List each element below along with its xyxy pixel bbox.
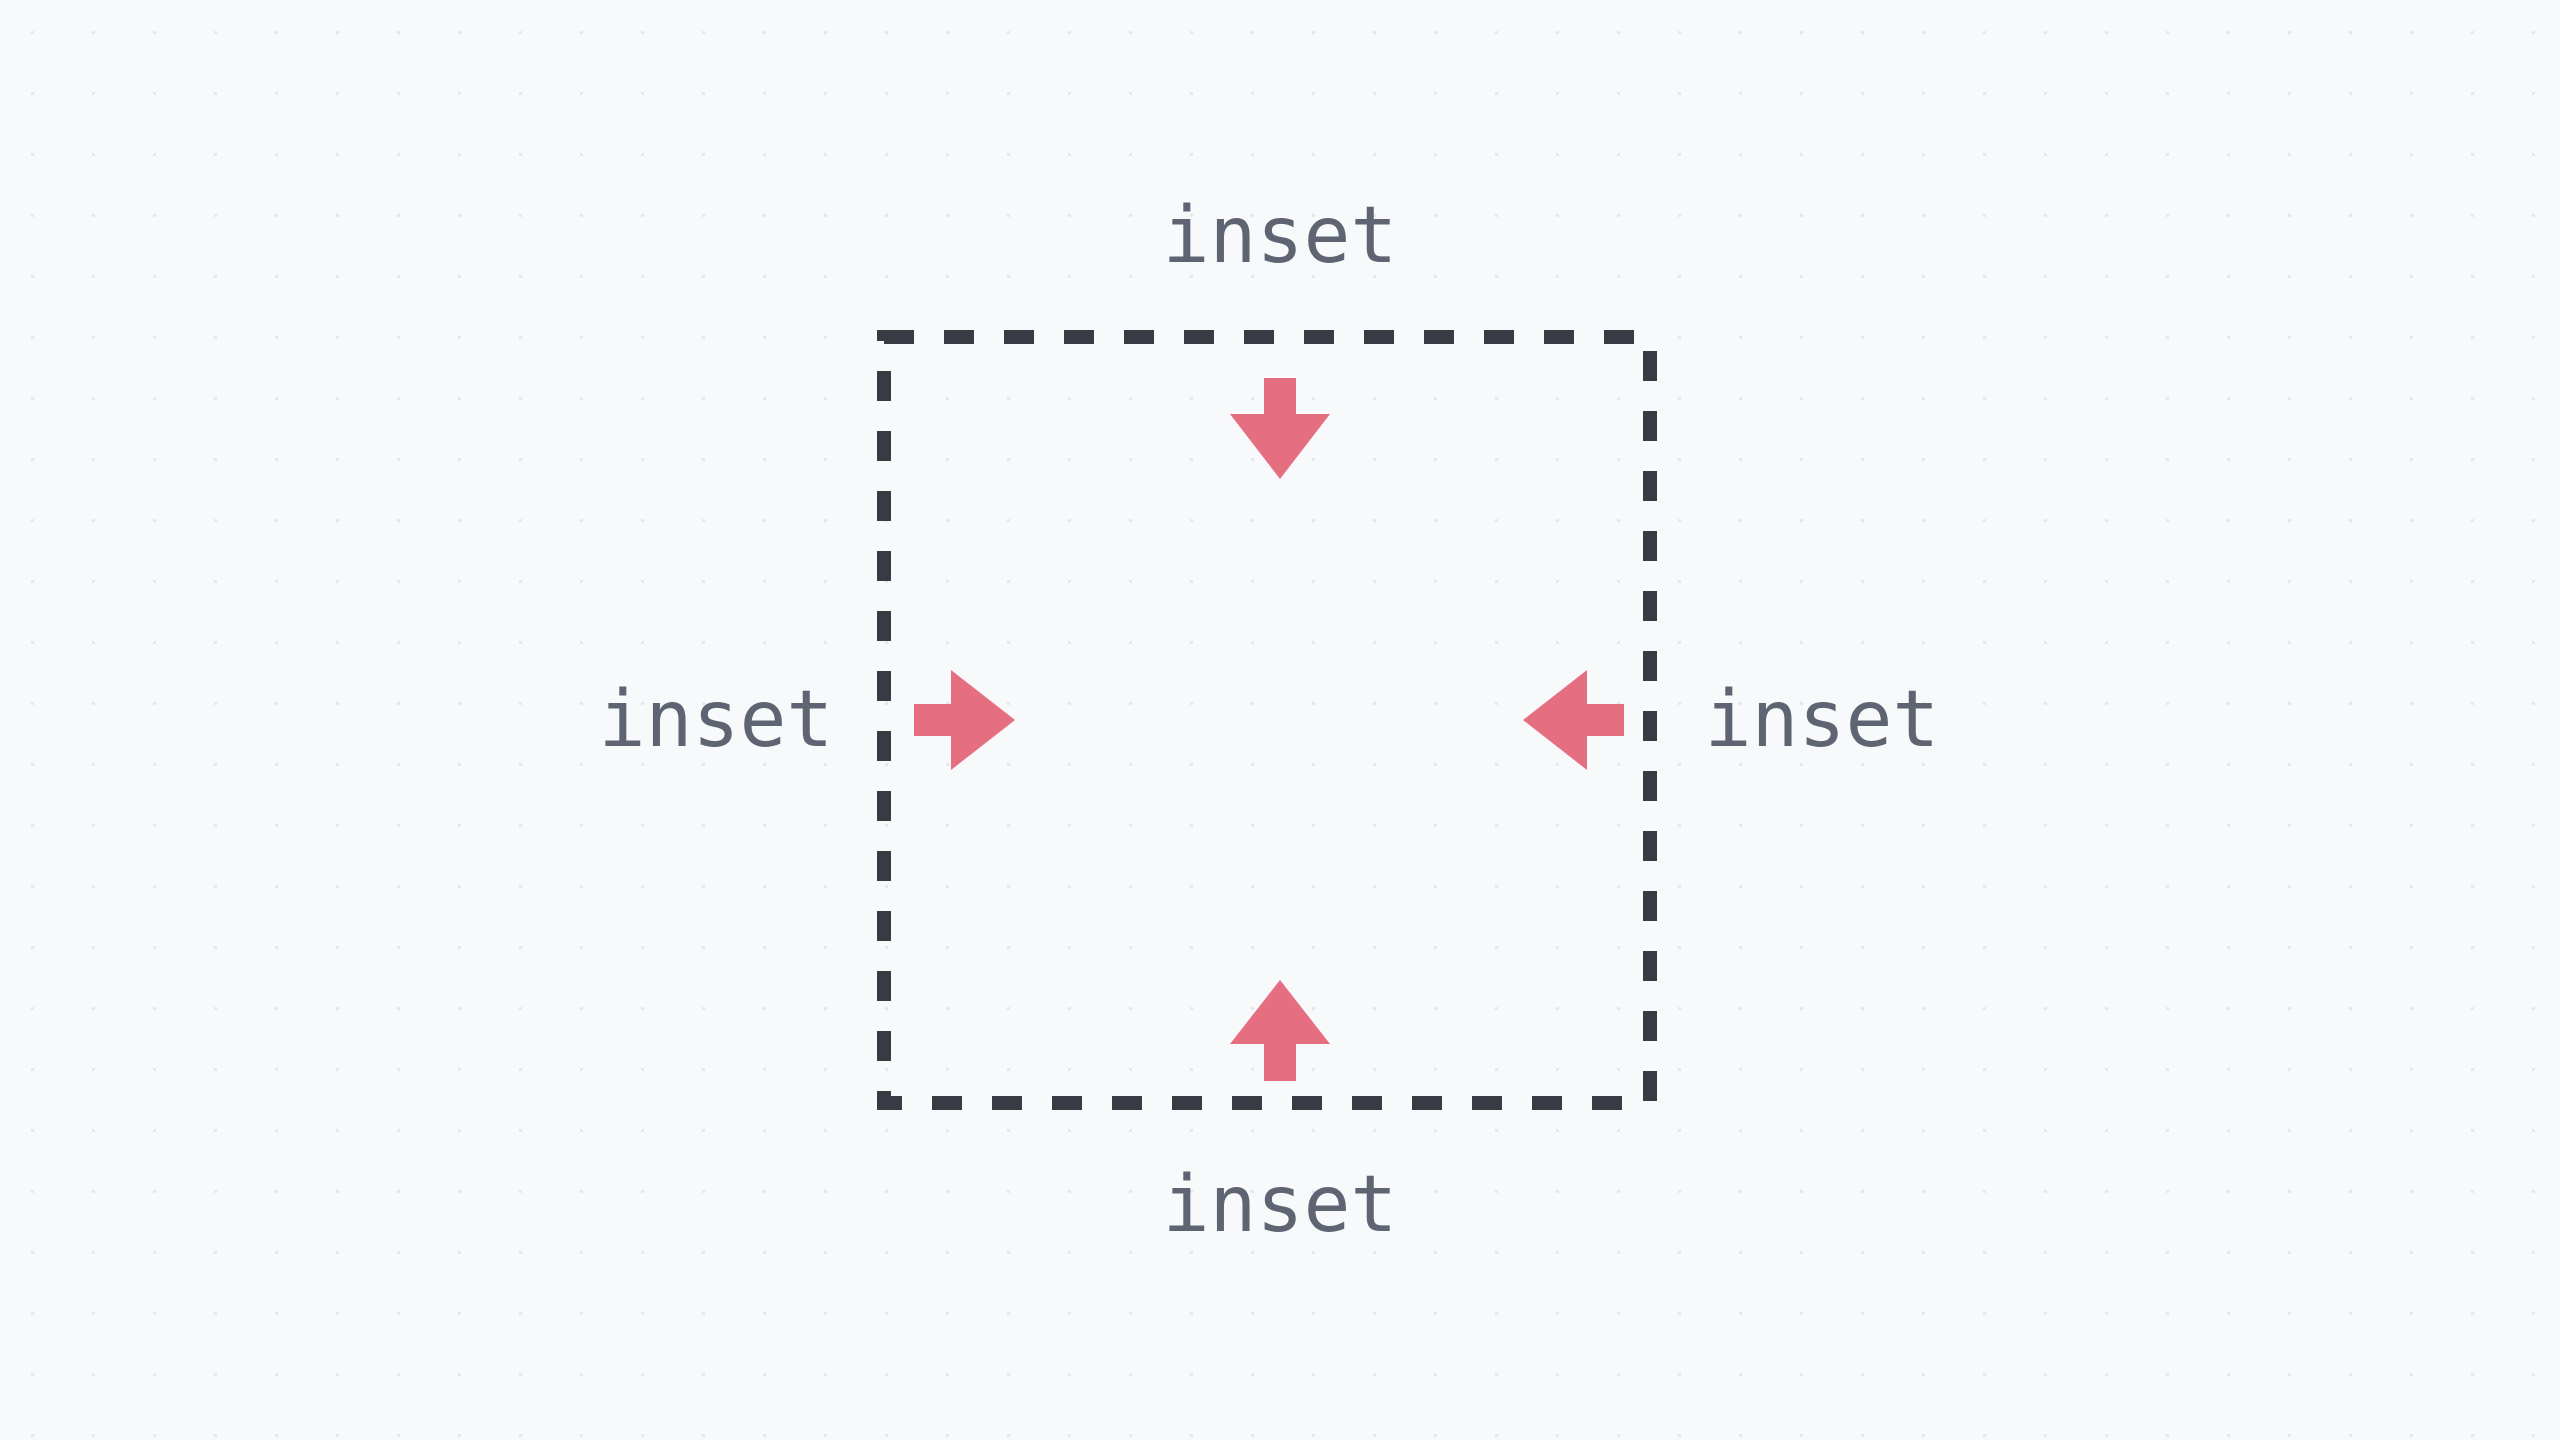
inset-label-right: inset	[1705, 675, 1940, 765]
inset-label-top: inset	[1163, 191, 1398, 281]
arrow-left-icon	[1523, 670, 1624, 770]
arrow-down-icon	[1230, 378, 1330, 479]
arrow-up-icon	[1230, 980, 1330, 1081]
inset-label-left: inset	[599, 675, 834, 765]
inset-label-bottom: inset	[1163, 1160, 1398, 1250]
arrow-right-icon	[914, 670, 1015, 770]
container-box	[877, 330, 1657, 1110]
